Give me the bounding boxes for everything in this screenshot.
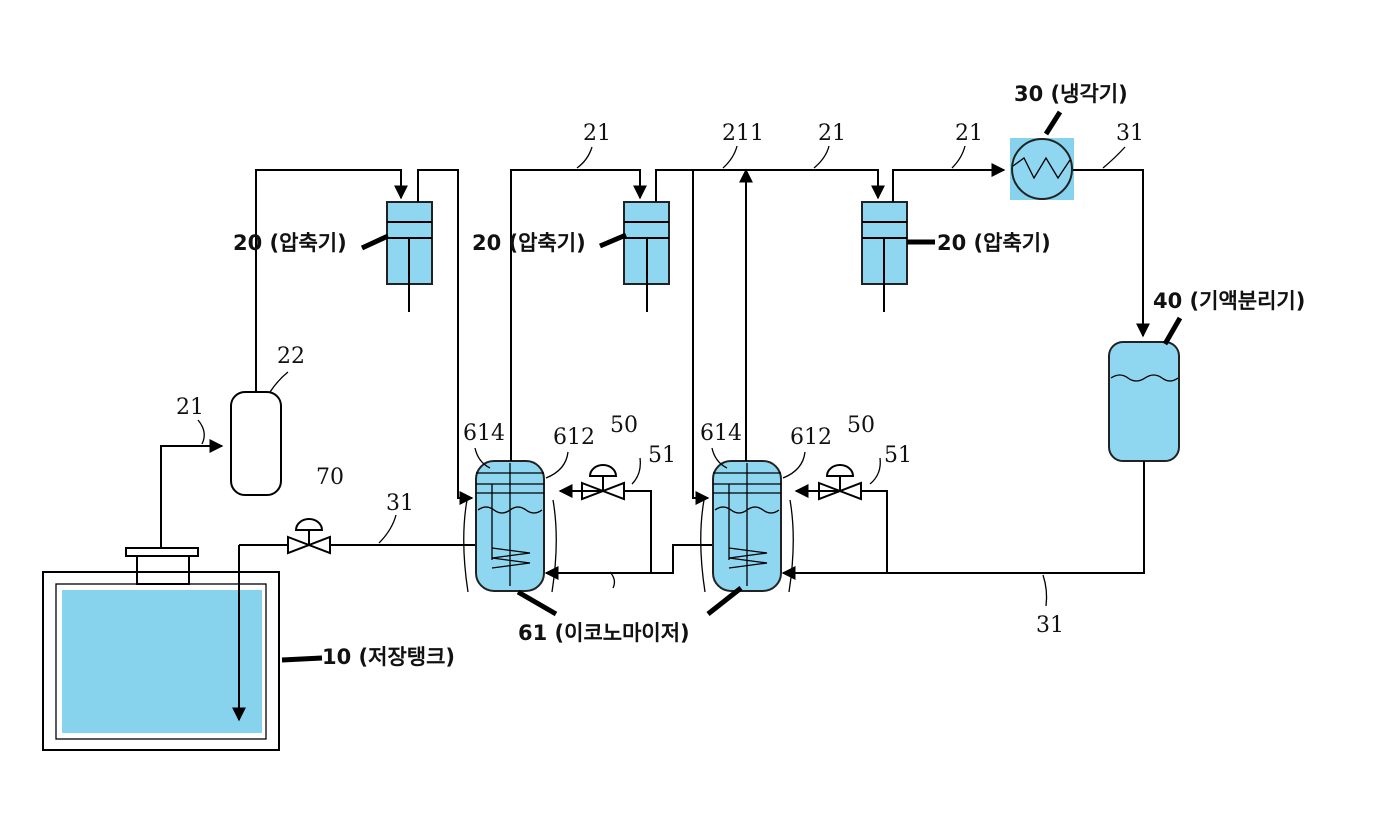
ref-211: 211 xyxy=(722,121,764,146)
ref-614-b: 614 xyxy=(700,421,742,446)
leader-612-b xyxy=(782,451,806,479)
compressor-3 xyxy=(861,201,908,312)
ref-51-a: 51 xyxy=(648,443,676,468)
ref-50-b: 50 xyxy=(847,413,875,438)
pipe-22-to-compressor-1 xyxy=(255,169,408,392)
pipe-compressor-1-to-economizer-1 xyxy=(417,169,474,505)
label-cooler: 30 (냉각기) xyxy=(1014,82,1128,106)
gas-liquid-separator xyxy=(1108,341,1180,462)
leader-614-a xyxy=(474,447,491,469)
ref-21-b: 21 xyxy=(583,121,611,146)
leader-31-small xyxy=(609,571,616,589)
label-separator: 40 (기액분리기) xyxy=(1153,289,1305,313)
leader-economizer-2 xyxy=(706,586,743,616)
leader-21-a xyxy=(197,419,205,445)
label-economizer: 61 (이코노마이저) xyxy=(518,621,690,645)
economizer-1 xyxy=(463,460,557,593)
leader-cooler xyxy=(1043,110,1063,136)
leader-tank xyxy=(281,655,323,663)
ref-21-a: 21 xyxy=(176,395,204,420)
leader-51-b xyxy=(869,457,881,485)
leader-compressor-1 xyxy=(360,233,390,251)
leader-economizer-1 xyxy=(516,589,558,617)
leader-614-b xyxy=(711,447,728,469)
ref-70: 70 xyxy=(316,465,344,490)
leader-22 xyxy=(269,371,289,393)
ref-21-c: 21 xyxy=(818,121,846,146)
storage-tank xyxy=(42,545,280,751)
ref-22: 22 xyxy=(277,344,305,369)
label-compressor-2: 20 (압축기) xyxy=(472,231,586,255)
valve-50-a xyxy=(581,464,625,501)
compressor-2 xyxy=(623,201,670,312)
label-compressor-3: 20 (압축기) xyxy=(937,231,1051,255)
leader-31-bottom xyxy=(1042,574,1048,607)
pipe-51-a xyxy=(624,490,652,573)
ref-50-a: 50 xyxy=(610,413,638,438)
leader-51-a xyxy=(631,457,641,485)
leader-612-a xyxy=(545,451,569,479)
valve-70 xyxy=(287,518,331,555)
pipe-51-b xyxy=(861,490,888,573)
ref-31-bottom: 31 xyxy=(1036,613,1064,638)
label-tank: 10 (저장탱크) xyxy=(322,645,455,669)
economizer-2 xyxy=(700,460,794,593)
label-compressor-1: 20 (압축기) xyxy=(233,231,347,255)
ref-612-b: 612 xyxy=(790,425,832,450)
pipe-21-to-compressor-3 xyxy=(693,169,885,200)
pipe-compressor-3-to-cooler xyxy=(892,163,1006,202)
vessel-22 xyxy=(230,391,282,496)
ref-612-a: 612 xyxy=(553,425,595,450)
compressor-1 xyxy=(386,201,433,312)
leader-211 xyxy=(722,145,738,169)
leader-31-top xyxy=(1102,146,1126,169)
pipe-31-cooler-to-separator xyxy=(1073,169,1150,338)
leader-compressor-2 xyxy=(599,232,627,249)
ref-614-a: 614 xyxy=(463,421,505,446)
pipe-21-tank-to-22 xyxy=(160,439,224,548)
ref-31-mid: 31 xyxy=(386,491,414,516)
ref-51-b: 51 xyxy=(884,443,912,468)
leader-21-b xyxy=(576,146,593,169)
cooler xyxy=(1010,138,1074,200)
pipe-31-separator-to-economizer-2 xyxy=(781,461,1145,580)
leader-separator xyxy=(1162,316,1183,346)
valve-50-b xyxy=(818,464,862,501)
pipe-economizer-2-liquid-out xyxy=(651,544,714,574)
leader-21-d xyxy=(951,145,966,169)
ref-21-d: 21 xyxy=(955,121,983,146)
ref-31-top: 31 xyxy=(1116,121,1144,146)
leader-21-c xyxy=(813,145,830,169)
leader-31-mid xyxy=(378,514,397,544)
pipe-economizer-1-to-compressor-2 xyxy=(510,169,647,461)
